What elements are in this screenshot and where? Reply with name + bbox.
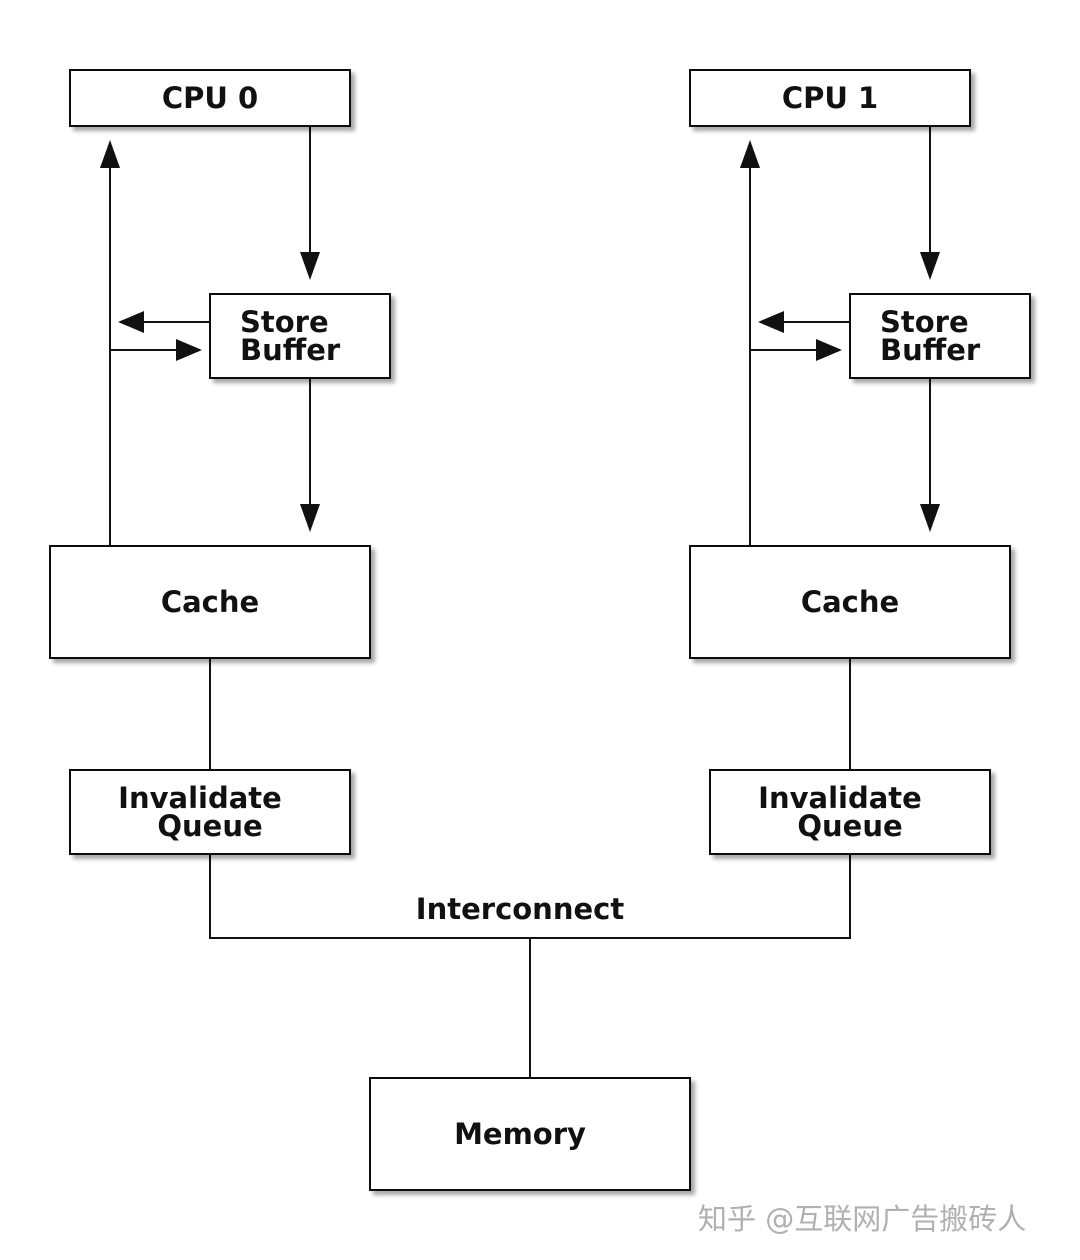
- cache1-label: Cache: [801, 585, 899, 619]
- memory-label: Memory: [454, 1117, 586, 1151]
- store-buffer1-label-line2: Buffer: [880, 333, 981, 367]
- invalidate-queue1-label-line1: Invalidate: [758, 781, 922, 815]
- storebuffer1-down-arrowhead: [920, 252, 940, 280]
- invalidate-queue1-label-line2: Queue: [797, 809, 902, 843]
- cpu0-box: CPU 0: [69, 69, 351, 127]
- invalidate-queue0-box: Invalidate Queue: [69, 769, 351, 855]
- cpu1-box: CPU 1: [689, 69, 971, 127]
- storebuffer0-down-arrowhead: [300, 252, 320, 280]
- storebuffer0-right-arrowhead: [176, 339, 202, 361]
- interconnect-label: Interconnect: [416, 892, 625, 926]
- cpu1-label: CPU 1: [782, 81, 878, 115]
- cpu0-label: CPU 0: [162, 81, 258, 115]
- invalidate-queue0-label-line1: Invalidate: [118, 781, 282, 815]
- cpu1-up-arrowhead: [740, 140, 760, 168]
- store-buffer1-box: Store Buffer: [849, 293, 1031, 379]
- invalidate-queue0-label-line2: Queue: [157, 809, 262, 843]
- storebuffer1-left-arrowhead: [758, 311, 784, 333]
- cpu1-connectors: [740, 126, 940, 770]
- cache1-box: Cache: [689, 545, 1011, 659]
- store-buffer1-label-line1: Store: [880, 305, 969, 339]
- storebuffer0-left-arrowhead: [118, 311, 144, 333]
- store-buffer0-label-line2: Buffer: [240, 333, 341, 367]
- cache0-label: Cache: [161, 585, 259, 619]
- cpu0-connectors: [100, 126, 320, 770]
- cpu0-up-arrowhead: [100, 140, 120, 168]
- memory-box: Memory: [369, 1077, 691, 1191]
- cache0-down-arrowhead: [300, 504, 320, 532]
- storebuffer1-right-arrowhead: [816, 339, 842, 361]
- store-buffer0-box: Store Buffer: [209, 293, 391, 379]
- cache1-down-arrowhead: [920, 504, 940, 532]
- invalidate-queue1-box: Invalidate Queue: [709, 769, 991, 855]
- store-buffer0-label-line1: Store: [240, 305, 329, 339]
- watermark: 知乎 @互联网广告搬砖人: [698, 1202, 1027, 1236]
- cache0-box: Cache: [49, 545, 371, 659]
